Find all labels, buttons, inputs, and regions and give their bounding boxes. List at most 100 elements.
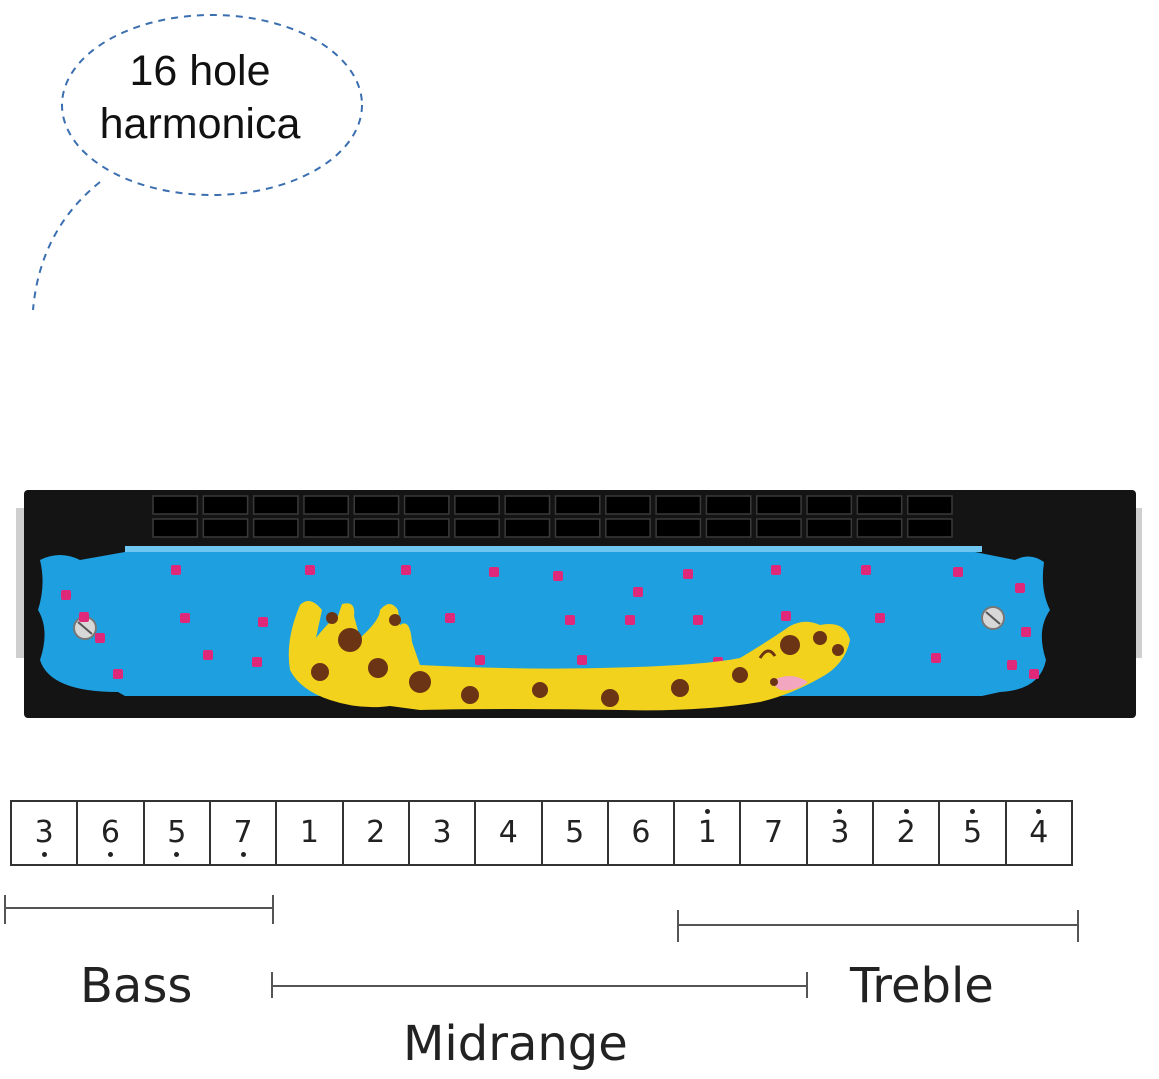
pink-dot: [95, 633, 105, 643]
pink-dot: [565, 615, 575, 625]
pink-dot: [1015, 583, 1025, 593]
treble-bracket: [677, 910, 1079, 942]
note-digit: 7: [764, 818, 783, 848]
treble-label: Treble: [850, 958, 994, 1014]
octave-dot-above: [903, 809, 909, 814]
note-digit: 6: [100, 815, 121, 857]
note-digit: 4: [1029, 809, 1049, 850]
note-cell: 4: [476, 802, 543, 864]
pink-dot: [953, 567, 963, 577]
pink-dot: [633, 587, 643, 597]
polka-dots: [61, 565, 1039, 679]
pink-dot: [61, 590, 71, 600]
note-digit-text: 7: [764, 815, 784, 850]
note-cell: 4: [1007, 802, 1071, 864]
bubble-outline: [61, 14, 363, 196]
note-cell: 5: [543, 802, 609, 864]
pink-dot: [693, 615, 703, 625]
hole: [806, 495, 853, 515]
octave-dot-below: [240, 852, 246, 857]
note-digit: 5: [962, 809, 983, 850]
note-digit: 4: [499, 818, 518, 848]
note-digit: 3: [432, 818, 451, 848]
note-digit: 5: [167, 818, 186, 857]
pink-dot: [771, 565, 781, 575]
pink-dot: [931, 653, 941, 663]
pink-dot: [401, 565, 411, 575]
hole: [605, 495, 651, 515]
octave-dot-above: [970, 809, 976, 814]
screw-icon: [73, 616, 97, 640]
hole: [202, 495, 249, 515]
hole: [554, 518, 601, 538]
pink-dot: [171, 565, 181, 575]
note-digit-text: 3: [830, 815, 850, 850]
note-digit-text: 5: [962, 815, 983, 850]
note-digit-text: 2: [366, 815, 386, 850]
speech-bubble: [32, 14, 363, 311]
note-cell: 5: [940, 802, 1007, 864]
note-cell: 2: [344, 802, 410, 864]
bubble-tail: [32, 181, 101, 311]
note-cell: 3: [808, 802, 875, 864]
pink-dot: [258, 617, 268, 627]
hole: [856, 518, 903, 538]
hole: [705, 518, 752, 538]
note-digit-text: 2: [896, 815, 916, 850]
note-digit-text: 1: [697, 815, 717, 850]
pink-dot: [475, 655, 485, 665]
note-digit: 3: [35, 818, 54, 857]
hole: [906, 518, 953, 538]
hole: [353, 518, 400, 538]
note-cell: 3: [410, 802, 477, 864]
hole: [504, 518, 551, 538]
hole: [756, 495, 802, 515]
note-digit-text: 6: [631, 815, 651, 850]
pink-dot: [489, 567, 499, 577]
hole: [252, 495, 299, 515]
note-digit: 2: [896, 809, 916, 850]
pink-dot: [625, 615, 635, 625]
note-digit-text: 1: [299, 815, 319, 850]
hole: [353, 495, 400, 515]
note-cell: 6: [609, 802, 676, 864]
hole-grid: [152, 495, 953, 538]
note-digit: 7: [233, 815, 253, 857]
pink-dot: [1007, 660, 1017, 670]
midrange-bracket: [271, 972, 808, 998]
note-cell: 1: [277, 802, 344, 864]
note-digit: 1: [697, 809, 717, 850]
harmonica-illustration: [16, 490, 1142, 718]
hole: [152, 495, 199, 515]
pink-dot: [445, 613, 455, 623]
note-digit: 3: [830, 809, 850, 850]
bubble-text-line2: harmonica: [99, 100, 301, 148]
note-digit: 2: [366, 818, 385, 848]
note-digit-text: 7: [233, 815, 253, 850]
hole: [454, 495, 500, 515]
octave-dot-above: [1036, 809, 1042, 814]
pink-dot: [1021, 627, 1031, 637]
note-digit-text: 6: [100, 815, 121, 850]
note-digit-text: 3: [432, 815, 452, 850]
pink-dot: [113, 669, 123, 679]
hole: [202, 518, 249, 538]
hole: [152, 518, 199, 538]
hole: [303, 495, 349, 515]
bubble-text-line1: 16 hole: [129, 47, 271, 95]
pink-dot: [781, 611, 791, 621]
pink-dot: [305, 565, 315, 575]
note-digit-text: 4: [1029, 815, 1049, 850]
note-cell: 1: [675, 802, 742, 864]
note-digit-text: 4: [498, 815, 518, 850]
screw-icon: [981, 606, 1005, 630]
pink-dot: [577, 655, 587, 665]
note-cell: 6: [78, 802, 145, 864]
bass-bracket: [4, 895, 274, 924]
pink-dot: [875, 613, 885, 623]
giraffe-icon: [288, 601, 850, 711]
midrange-label: Midrange: [403, 1016, 628, 1072]
pink-dot: [180, 613, 190, 623]
note-cell: 2: [874, 802, 941, 864]
